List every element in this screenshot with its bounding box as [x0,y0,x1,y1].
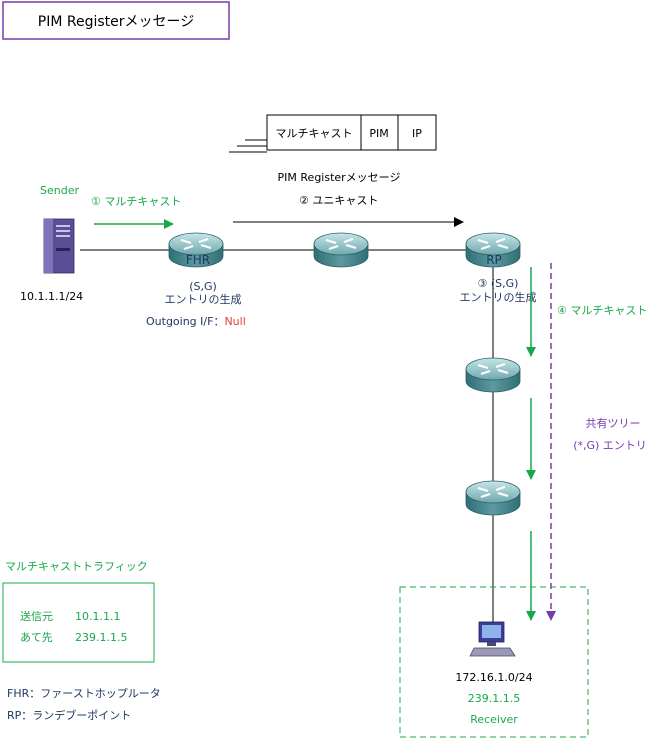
fhr-label: FHR [186,253,210,267]
packet-field-pim: PIM [369,127,388,140]
shared-tree-line2: (*,G) エントリ [573,439,647,452]
receiver-pc-icon [469,621,516,657]
sender-label: Sender [40,184,79,197]
traffic-src-label: 送信元 [20,609,53,623]
fhr-entry-line1: (S,G) [189,280,217,293]
receiver-group: 239.1.1.5 [468,692,520,705]
packet-field-multicast: マルチキャスト [276,127,353,140]
pim-register-packet: マルチキャスト PIM IP PIM Registerメッセージ [229,114,437,184]
router-3-icon [465,357,521,393]
router-4-icon [465,480,521,516]
rp-label: RP [486,253,502,267]
fhr-outgoing: Outgoing I/F：Null [146,315,246,328]
title-box: PIM Registerメッセージ [2,1,230,40]
page-title: PIM Registerメッセージ [38,14,194,30]
step3-label-line2: エントリの生成 [460,290,537,304]
packet-caption: PIM Registerメッセージ [278,171,401,184]
receiver-label: Receiver [470,713,518,726]
fhr-entry-line2: エントリの生成 [165,292,242,306]
step3-label: ③ (S,G) [478,277,519,290]
network-links [80,249,494,628]
traffic-box [2,582,155,663]
sender-address: 10.1.1.1/24 [20,290,83,303]
step2-label: ② ユニキャスト [299,194,378,207]
step1-label: ① マルチキャスト [91,195,181,208]
traffic-src-value: 10.1.1.1 [75,610,120,623]
shared-tree-line1: 共有ツリー [586,416,641,430]
legend-fhr: FHR：ファーストホップルータ [7,687,161,700]
receiver-network-box [399,586,589,738]
legend-rp: RP：ランデブーポイント [7,708,131,722]
receiver-network: 172.16.1.0/24 [455,671,532,684]
packet-field-ip: IP [412,127,422,140]
traffic-heading: マルチキャストトラフィック [5,560,148,573]
traffic-dst-label: あて先 [20,631,53,644]
step4-label: ④ マルチキャスト [557,304,647,317]
traffic-dst-value: 239.1.1.5 [75,631,127,644]
outgoing-null-value: Null [224,315,245,328]
outgoing-label: Outgoing I/F： [146,315,224,328]
middle-router-icon [313,232,369,268]
sender-server-icon [43,218,75,274]
